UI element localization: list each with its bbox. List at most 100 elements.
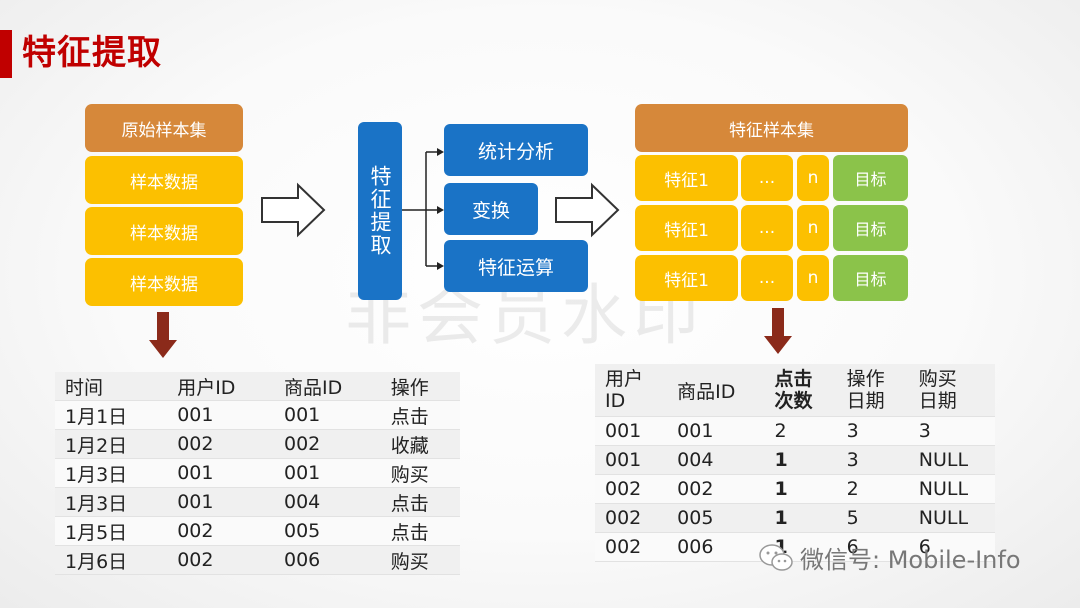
table-cell: 点击 — [380, 516, 460, 546]
table-cell: 002 — [167, 545, 274, 575]
table-cell: 3 — [836, 416, 909, 446]
table-cell: 2 — [764, 416, 837, 446]
table-cell: 1月6日 — [55, 545, 168, 575]
table-cell: 001 — [595, 416, 668, 446]
column-header: 点击 次数 — [764, 364, 837, 417]
column-header: 购买 日期 — [908, 364, 995, 417]
table-row: 1月2日 002 002 收藏 — [55, 429, 460, 459]
table-row: 1月1日 001 001 点击 — [55, 400, 460, 430]
feature-cell: 特征1 — [635, 155, 738, 201]
feature-extraction-box: 特征提取 — [358, 122, 402, 300]
wechat-id-text: 微信号: Mobile-Info — [800, 546, 1021, 574]
feature-ellipsis-cell: ... — [741, 155, 793, 201]
table-cell: 点击 — [380, 487, 460, 517]
column-header: 操作 日期 — [836, 364, 909, 417]
table-cell: 006 — [667, 532, 765, 562]
table-row: 002 005 1 5 NULL — [595, 503, 995, 533]
table-cell: 点击 — [380, 400, 460, 430]
table-row: 002 002 1 2 NULL — [595, 474, 995, 504]
table-cell: 004 — [667, 445, 765, 475]
title-accent-bar — [0, 30, 12, 78]
table-cell: NULL — [908, 474, 995, 504]
table-cell: 001 — [167, 400, 274, 430]
table-cell: 002 — [167, 429, 274, 459]
table-cell: 001 — [273, 458, 381, 488]
table-row: 001 004 1 3 NULL — [595, 445, 995, 475]
down-arrow-right-icon — [764, 308, 792, 354]
table-cell: 3 — [908, 416, 995, 446]
table-cell: 001 — [595, 445, 668, 475]
feature-ellipsis-cell: ... — [741, 255, 793, 301]
branch-statistical-analysis: 统计分析 — [444, 124, 588, 176]
table-header-row: 时间 用户ID 商品ID 操作 — [55, 372, 460, 401]
table-cell: 002 — [595, 503, 668, 533]
table-cell: 6 — [908, 532, 995, 562]
feature-ellipsis-cell: ... — [741, 205, 793, 251]
column-header: 用户 ID — [595, 364, 668, 417]
table-cell: 005 — [667, 503, 765, 533]
raw-sample-row-2: 样本数据 — [85, 207, 243, 255]
table-cell: 1 — [764, 503, 837, 533]
table-cell: 3 — [836, 445, 909, 475]
feature-n-cell: n — [797, 255, 829, 301]
table-row: 1月3日 001 004 点击 — [55, 487, 460, 517]
table-cell: NULL — [908, 445, 995, 475]
feature-cell: 特征1 — [635, 255, 738, 301]
feature-sample-set-header: 特征样本集 — [635, 104, 908, 152]
table-cell: NULL — [908, 503, 995, 533]
table-cell: 1月1日 — [55, 400, 168, 430]
flow-arrow-1-icon — [261, 182, 326, 238]
wechat-icon — [759, 543, 793, 571]
column-header: 商品ID — [273, 372, 381, 401]
page-title: 特征提取 — [22, 33, 162, 73]
raw-data-table: 时间 用户ID 商品ID 操作 1月1日 001 001 点击 1月2日 002… — [55, 372, 460, 575]
target-cell: 目标 — [833, 155, 908, 201]
table-cell: 002 — [273, 429, 381, 459]
table-cell: 002 — [595, 474, 668, 504]
table-cell: 005 — [273, 516, 381, 546]
column-header: 时间 — [55, 372, 168, 401]
table-cell: 1 — [764, 474, 837, 504]
table-cell: 1 — [764, 445, 837, 475]
table-row: 1月5日 002 005 点击 — [55, 516, 460, 546]
table-cell: 1月2日 — [55, 429, 168, 459]
table-row: 1月6日 002 006 购买 — [55, 545, 460, 575]
table-cell: 6 — [836, 532, 909, 562]
branch-transform: 变换 — [444, 183, 538, 235]
column-header: 操作 — [380, 372, 460, 401]
branch-feature-operation: 特征运算 — [444, 240, 588, 292]
table-row: 001 001 2 3 3 — [595, 416, 995, 446]
table-cell: 001 — [167, 487, 274, 517]
table-header-row: 用户 ID 商品ID 点击 次数 操作 日期 购买 日期 — [595, 364, 995, 417]
column-header: 商品ID — [667, 364, 765, 417]
table-cell: 001 — [667, 416, 765, 446]
feature-n-cell: n — [797, 155, 829, 201]
table-cell: 购买 — [380, 545, 460, 575]
table-cell: 002 — [167, 516, 274, 546]
table-cell: 1月5日 — [55, 516, 168, 546]
table-cell: 001 — [167, 458, 274, 488]
table-cell: 购买 — [380, 458, 460, 488]
table-cell: 006 — [273, 545, 381, 575]
flow-arrow-2-icon — [555, 182, 620, 238]
feature-n-cell: n — [797, 205, 829, 251]
table-row: 1月3日 001 001 购买 — [55, 458, 460, 488]
raw-sample-set-header: 原始样本集 — [85, 104, 243, 152]
table-cell: 002 — [595, 532, 668, 562]
down-arrow-left-icon — [149, 312, 177, 358]
raw-sample-row-1: 样本数据 — [85, 156, 243, 204]
table-cell: 1月3日 — [55, 487, 168, 517]
table-cell: 收藏 — [380, 429, 460, 459]
feature-data-table: 用户 ID 商品ID 点击 次数 操作 日期 购买 日期 001 001 2 3… — [595, 364, 995, 562]
table-cell: 004 — [273, 487, 381, 517]
feature-cell: 特征1 — [635, 205, 738, 251]
table-cell: 002 — [667, 474, 765, 504]
table-cell: 2 — [836, 474, 909, 504]
raw-sample-row-3: 样本数据 — [85, 258, 243, 306]
target-cell: 目标 — [833, 255, 908, 301]
column-header: 用户ID — [167, 372, 274, 401]
target-cell: 目标 — [833, 205, 908, 251]
table-cell: 5 — [836, 503, 909, 533]
table-cell: 1月3日 — [55, 458, 168, 488]
